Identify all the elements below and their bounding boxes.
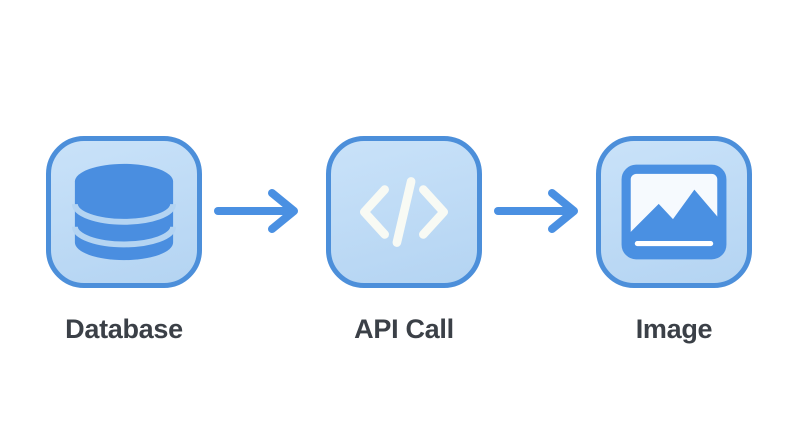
node-image	[596, 136, 752, 288]
node-database	[46, 136, 202, 288]
node-label-database: Database	[65, 314, 183, 344]
arrow-right-icon	[214, 189, 298, 233]
node-api-call	[326, 136, 482, 288]
node-label-api-call: API Call	[354, 314, 454, 344]
node-label-image: Image	[635, 314, 713, 344]
arrow-right-icon	[494, 189, 578, 233]
image-icon	[621, 164, 727, 260]
code-icon	[359, 177, 449, 247]
database-icon	[71, 163, 177, 261]
